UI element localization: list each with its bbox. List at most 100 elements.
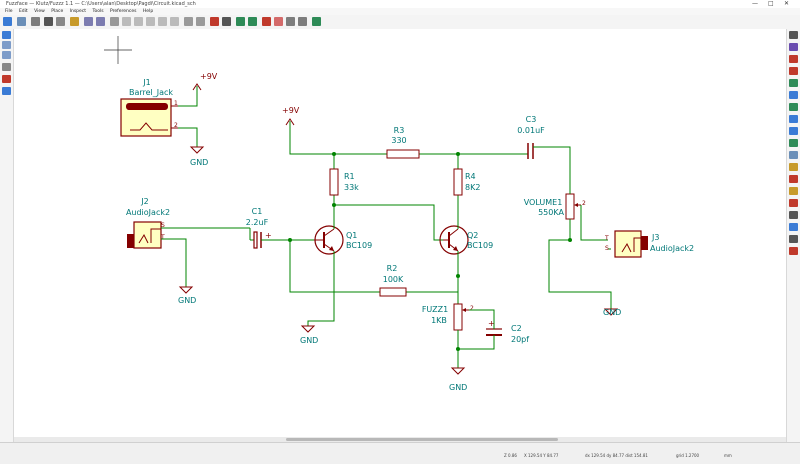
label-icon[interactable] [789, 151, 798, 159]
graphic-line-icon[interactable] [789, 223, 798, 231]
hierarchy-icon[interactable] [222, 17, 231, 26]
plot-icon[interactable] [56, 17, 65, 26]
delete-icon[interactable] [789, 247, 798, 255]
menu-edit[interactable]: Edit [18, 9, 28, 14]
print-icon[interactable] [44, 17, 53, 26]
add-wire-icon[interactable] [789, 79, 798, 87]
right-toolbar [786, 29, 800, 442]
annotate-icon[interactable] [262, 17, 271, 26]
power-9v-j1[interactable]: +9V [192, 72, 218, 91]
menu-view[interactable]: View [34, 9, 45, 14]
undo-icon[interactable] [84, 17, 93, 26]
j3-ref: J3 [651, 233, 659, 242]
hidden-pins-icon[interactable] [2, 75, 11, 83]
c2-capacitor[interactable]: + C2 20pf [486, 319, 529, 344]
q2-wires [406, 224, 459, 304]
r1-resistor[interactable]: R1 33k [329, 168, 359, 196]
schematic-setup-icon[interactable] [3, 17, 12, 26]
global-label-icon[interactable] [789, 163, 798, 171]
gnd-q1[interactable]: GND [300, 325, 318, 345]
add-symbol-icon[interactable] [789, 55, 798, 63]
junction-icon[interactable] [789, 139, 798, 147]
line-mode-icon[interactable] [2, 87, 11, 95]
gnd-j1[interactable]: GND [189, 146, 208, 167]
bom-icon[interactable] [298, 17, 307, 26]
hier-label-icon[interactable] [789, 175, 798, 183]
horizontal-scrollbar[interactable] [14, 437, 786, 442]
rotate-cw-icon[interactable] [196, 17, 205, 26]
pcb-editor-icon[interactable] [312, 17, 321, 26]
import-sheet-pin-icon[interactable] [789, 199, 798, 207]
text-icon[interactable] [789, 211, 798, 219]
title-bar: Fuzzface — Klutz/Fuzzz 1.1 — C:\Users\al… [0, 0, 800, 8]
fuzz1-potentiometer[interactable]: FUZZ1 1KB 2 [422, 303, 474, 331]
assign-footprints-icon[interactable] [286, 17, 295, 26]
main-toolbar [0, 15, 800, 30]
add-power-icon[interactable] [789, 67, 798, 75]
simulator-icon[interactable] [210, 17, 219, 26]
menu-place[interactable]: Place [51, 9, 64, 14]
j2-audio-jack[interactable]: J2 AudioJack2 S T [126, 197, 170, 249]
q1-ref: Q1 [346, 231, 357, 240]
redo-icon[interactable] [96, 17, 105, 26]
gnd-j2[interactable]: GND [178, 286, 196, 305]
paste-icon[interactable] [70, 17, 79, 26]
junction-r1-top [332, 152, 336, 156]
j1-ref: J1 [142, 78, 150, 87]
q2-transistor[interactable]: Q2 BC109 [439, 225, 493, 255]
minimize-button[interactable]: — [752, 0, 758, 7]
symbol-browser-icon[interactable] [248, 17, 257, 26]
gnd-fuzz1-label: GND [449, 383, 467, 392]
bus-entry-icon[interactable] [789, 115, 798, 123]
menu-bar: File Edit View Place Inspect Tools Prefe… [0, 8, 800, 15]
units-mm-icon[interactable] [2, 51, 11, 59]
gnd-j3[interactable]: GND [603, 308, 621, 317]
hier-sheet-icon[interactable] [789, 187, 798, 195]
schematic-canvas[interactable]: J1 Barrel_Jack 1 2 +9V GND +9V R3 330 C3… [14, 29, 786, 437]
wire-entry-icon[interactable] [789, 103, 798, 111]
grid-icon[interactable] [2, 31, 11, 39]
zoom-objects-icon[interactable] [170, 17, 179, 26]
power-9v-rail[interactable]: +9V [282, 106, 300, 126]
volume1-potentiometer[interactable]: VOLUME1 550KA 2 [524, 193, 586, 220]
horizontal-scroll-thumb[interactable] [286, 438, 558, 441]
menu-inspect[interactable]: Inspect [69, 9, 87, 14]
gnd-fuzz1[interactable]: GND [449, 367, 467, 392]
select-icon[interactable] [789, 31, 798, 39]
zoom-in-icon[interactable] [134, 17, 143, 26]
refresh-icon[interactable] [122, 17, 131, 26]
no-connect-icon[interactable] [789, 127, 798, 135]
r3-resistor[interactable]: R3 330 [386, 126, 420, 159]
add-bus-icon[interactable] [789, 91, 798, 99]
r2-resistor[interactable]: R2 100K [379, 264, 407, 297]
menu-help[interactable]: Help [142, 9, 154, 14]
symbol-editor-icon[interactable] [236, 17, 245, 26]
maximize-button[interactable]: □ [768, 0, 774, 7]
cursor-shape-icon[interactable] [2, 63, 11, 71]
save-icon[interactable] [17, 17, 26, 26]
r4-resistor[interactable]: R4 8K2 [453, 168, 480, 196]
find-icon[interactable] [110, 17, 119, 26]
j1-barrel-jack[interactable]: J1 Barrel_Jack 1 2 [120, 78, 178, 137]
zoom-out-icon[interactable] [146, 17, 155, 26]
page-settings-icon[interactable] [31, 17, 40, 26]
highlight-net-icon[interactable] [789, 43, 798, 51]
q1-transistor[interactable]: Q1 BC109 [314, 225, 372, 255]
c3-capacitor[interactable]: C3 0.01uF [517, 115, 545, 159]
c1-capacitor[interactable]: + C1 2.2uF [246, 207, 272, 249]
menu-tools[interactable]: Tools [92, 9, 104, 14]
gnd-label: GND [190, 158, 208, 167]
close-button[interactable]: ✕ [784, 0, 790, 7]
units-inch-icon[interactable] [2, 41, 11, 49]
menu-preferences[interactable]: Preferences [110, 9, 137, 14]
erc-icon[interactable] [274, 17, 283, 26]
zoom-fit-icon[interactable] [158, 17, 167, 26]
r4-value: 8K2 [465, 183, 480, 192]
j3-pin-t: T [604, 235, 609, 242]
status-units: mm [724, 453, 732, 458]
image-icon[interactable] [789, 235, 798, 243]
rotate-ccw-icon[interactable] [184, 17, 193, 26]
j3-audio-jack[interactable]: T S J3 AudioJack2 [604, 230, 694, 258]
menu-file[interactable]: File [5, 9, 13, 14]
r3-ref: R3 [394, 126, 405, 135]
